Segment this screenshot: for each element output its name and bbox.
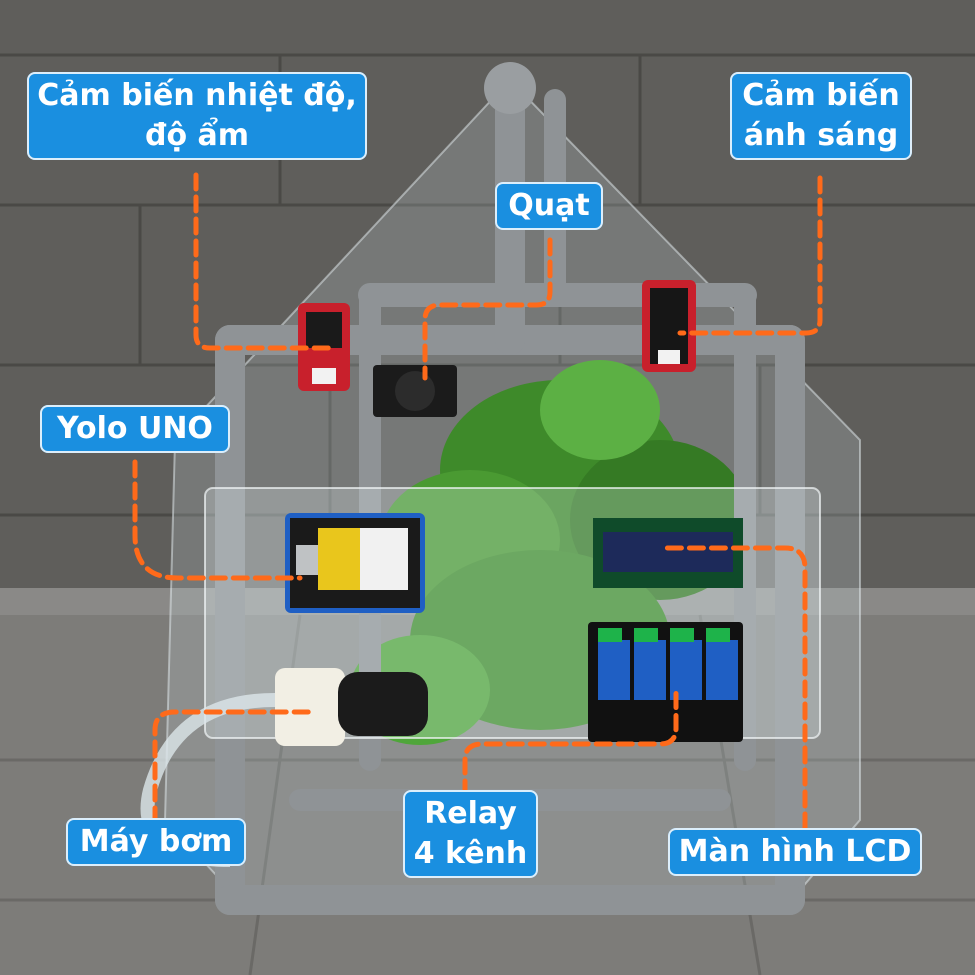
temp-humidity-line-1: Cảm biến nhiệt độ, <box>37 78 357 113</box>
fan-label: Quạt <box>495 182 603 230</box>
lcd-module <box>593 518 743 588</box>
light-sensor-label: Cảm biến ánh sáng <box>730 72 912 160</box>
relay-line-1: Relay <box>424 796 517 831</box>
lcd-label-text: Màn hình LCD <box>678 834 912 869</box>
light-sensor-board <box>642 280 696 372</box>
relay-module <box>588 622 743 742</box>
light-sensor-line-2: ánh sáng <box>743 118 899 153</box>
leader-lines <box>132 172 823 831</box>
temp-humidity-sensor-label: Cảm biến nhiệt độ, độ ẩm <box>27 72 367 160</box>
yolo-uno-board <box>285 513 425 613</box>
pipe-elbow <box>484 62 536 114</box>
fan-label-text: Quạt <box>508 188 590 223</box>
pump-label: Máy bơm <box>66 818 246 866</box>
pump-label-text: Máy bơm <box>79 824 233 859</box>
relay-label: Relay 4 kênh <box>403 790 538 878</box>
yolo-uno-label: Yolo UNO <box>40 405 230 453</box>
light-sensor-line-1: Cảm biến <box>742 78 900 113</box>
relay-line-2: 4 kênh <box>413 836 528 871</box>
yolo-uno-label-text: Yolo UNO <box>57 411 213 446</box>
fan <box>373 365 457 417</box>
temp-humidity-line-2: độ ẩm <box>144 118 250 153</box>
lcd-label: Màn hình LCD <box>668 828 922 876</box>
